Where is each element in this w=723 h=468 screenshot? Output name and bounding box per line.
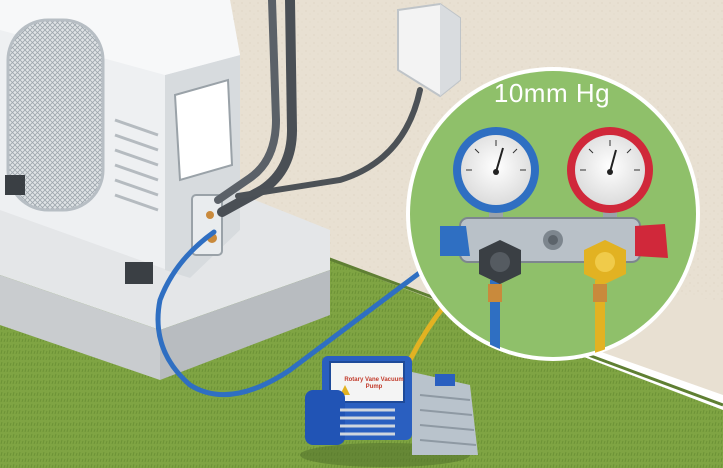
gauge-callout bbox=[406, 67, 700, 361]
vacuum-pump bbox=[300, 356, 478, 467]
electrical-box bbox=[397, 2, 461, 98]
refrigerant-lines bbox=[214, 0, 423, 217]
manifold-body bbox=[440, 217, 668, 284]
high-side-valve-knob bbox=[584, 240, 626, 284]
yellow-hose bbox=[407, 302, 448, 363]
low-side-valve-knob bbox=[479, 240, 521, 284]
blue-hose bbox=[155, 229, 433, 398]
high-side-gauge bbox=[567, 127, 653, 220]
hoses bbox=[155, 229, 448, 398]
ac-condenser-unit bbox=[0, 0, 240, 284]
pump-label: Rotary Vane Vacuum Pump bbox=[344, 377, 404, 390]
low-side-gauge bbox=[453, 127, 539, 220]
vacuum-pressure-reading: 10mm Hg bbox=[493, 78, 611, 108]
